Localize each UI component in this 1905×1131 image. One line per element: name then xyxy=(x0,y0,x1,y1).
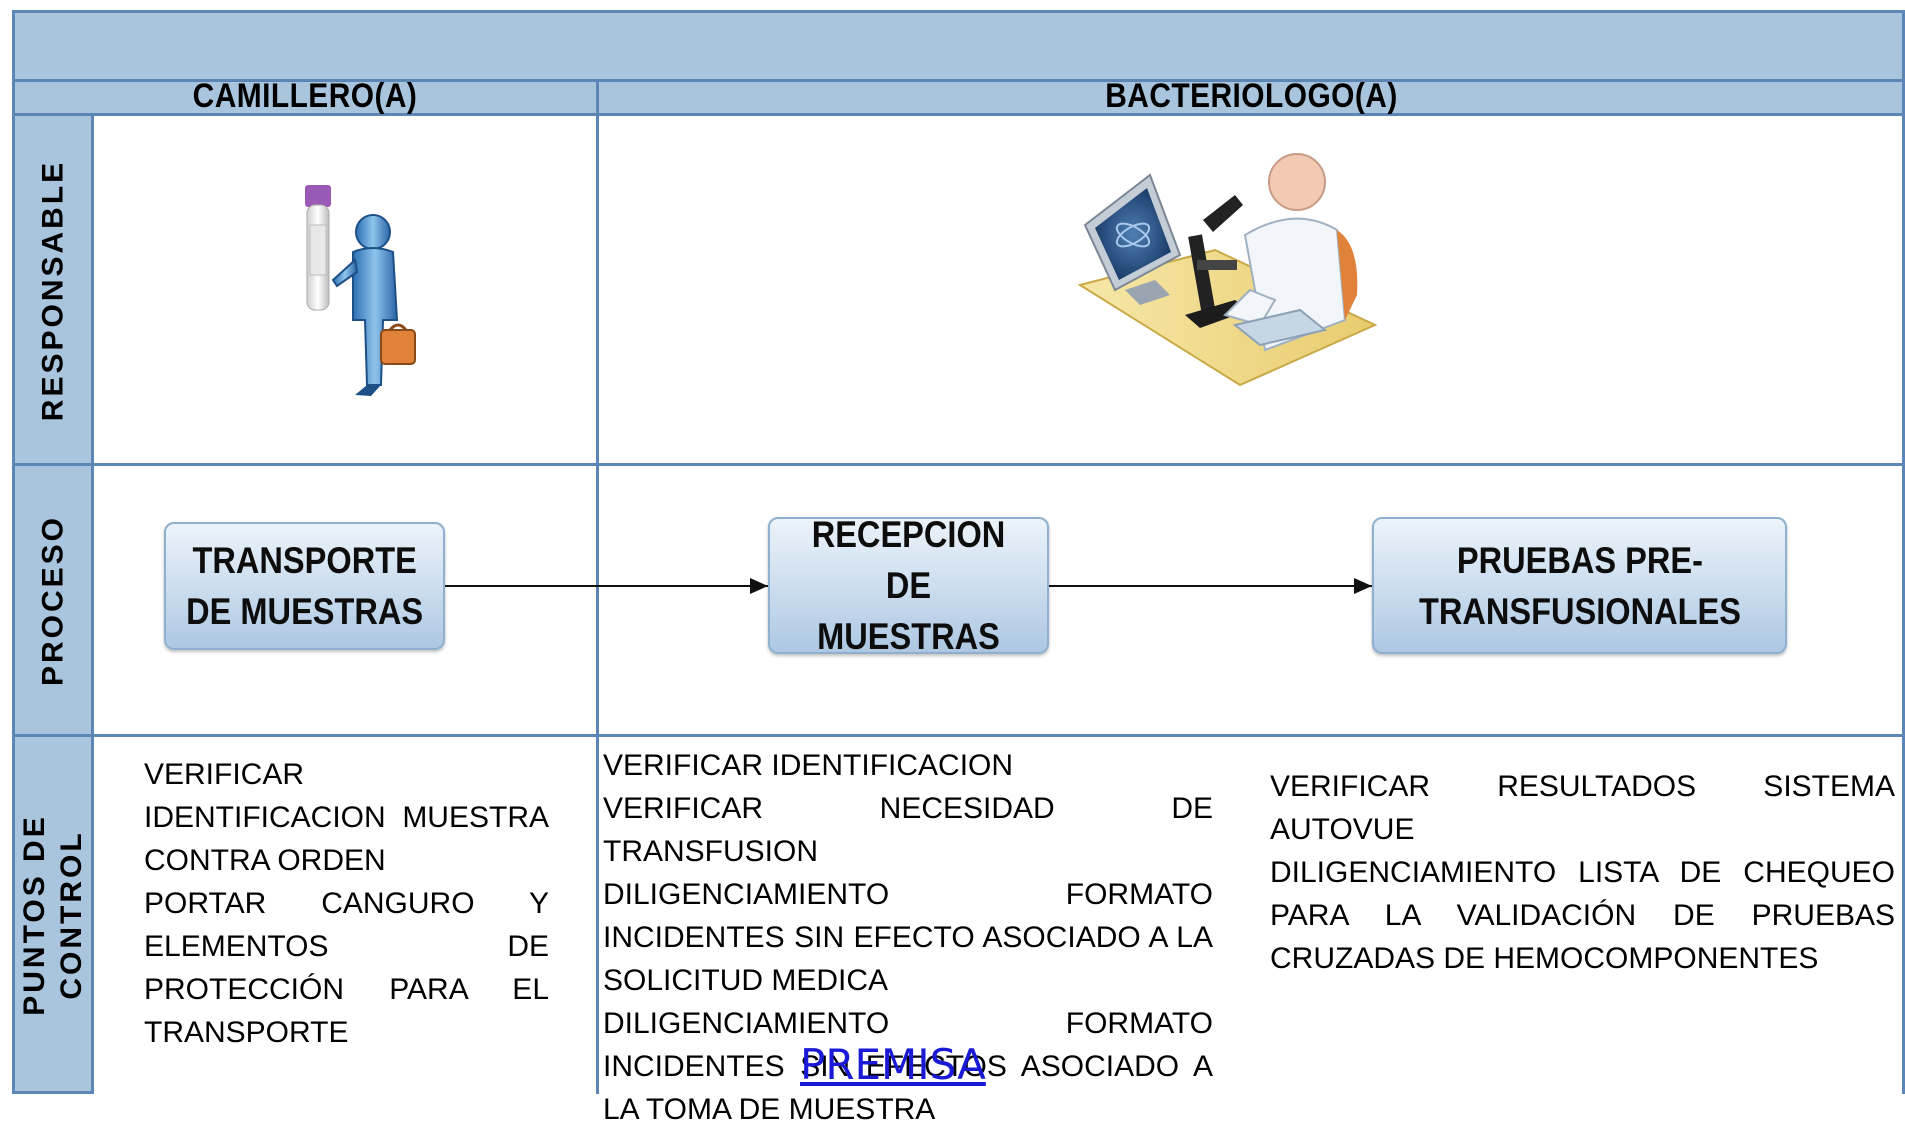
lab-scientist-microscope-icon xyxy=(1075,150,1380,390)
control-points-recepcion: VERIFICAR IDENTIFICACION VERIFICAR NECES… xyxy=(603,744,1213,1131)
side-column-border xyxy=(91,113,94,1094)
process-step-recepcion: RECEPCION DE MUESTRAS xyxy=(768,514,1049,657)
control-points-pruebas: VERIFICAR RESULTADOS SISTEMA AUTOVUE DIL… xyxy=(1270,765,1895,980)
control-points-camillero: VERIFICAR IDENTIFICACION MUESTRA CONTRA … xyxy=(144,753,549,1054)
process-step-pruebas: PRUEBAS PRE- TRANSFUSIONALES xyxy=(1372,517,1787,654)
process-connectors xyxy=(444,578,1372,594)
row-divider-1 xyxy=(12,463,1905,466)
right-border xyxy=(1902,10,1905,1094)
control-point: VERIFICAR RESULTADOS SISTEMA AUTOVUE xyxy=(1270,770,1895,846)
control-point: PORTAR CANGURO Y ELEMENTOS DE PROTECCIÓN… xyxy=(144,887,549,1049)
control-point: VERIFICAR NECESIDAD DE TRANSFUSION xyxy=(603,792,1213,868)
process-step-pruebas-label: PRUEBAS PRE- TRANSFUSIONALES xyxy=(1418,539,1741,632)
premisa-link[interactable]: PREMISA xyxy=(800,1040,986,1089)
role-header-band xyxy=(12,79,1905,116)
control-point: DILIGENCIAMIENTO LISTA DE CHEQUEO PARA L… xyxy=(1270,856,1895,975)
role-header-bacteriologo: BACTERIOLOGO(A) xyxy=(1105,77,1398,115)
side-label-column xyxy=(12,113,94,1094)
process-step-recepcion-label: RECEPCION DE MUESTRAS xyxy=(811,514,1006,657)
process-step-transporte-label: TRANSPORTE DE MUESTRAS xyxy=(186,540,423,632)
control-point: DILIGENCIAMIENTO FORMATO INCIDENTES SIN … xyxy=(603,878,1213,997)
person-carrying-sample-tube-icon xyxy=(295,180,425,405)
control-point: VERIFICAR IDENTIFICACION MUESTRA CONTRA … xyxy=(144,758,549,877)
row-divider-2 xyxy=(12,734,1905,737)
role-header-camillero: CAMILLERO(A) xyxy=(192,77,418,115)
control-point: VERIFICAR IDENTIFICACION xyxy=(603,749,1014,782)
process-step-transporte: TRANSPORTE DE MUESTRAS xyxy=(164,522,445,650)
